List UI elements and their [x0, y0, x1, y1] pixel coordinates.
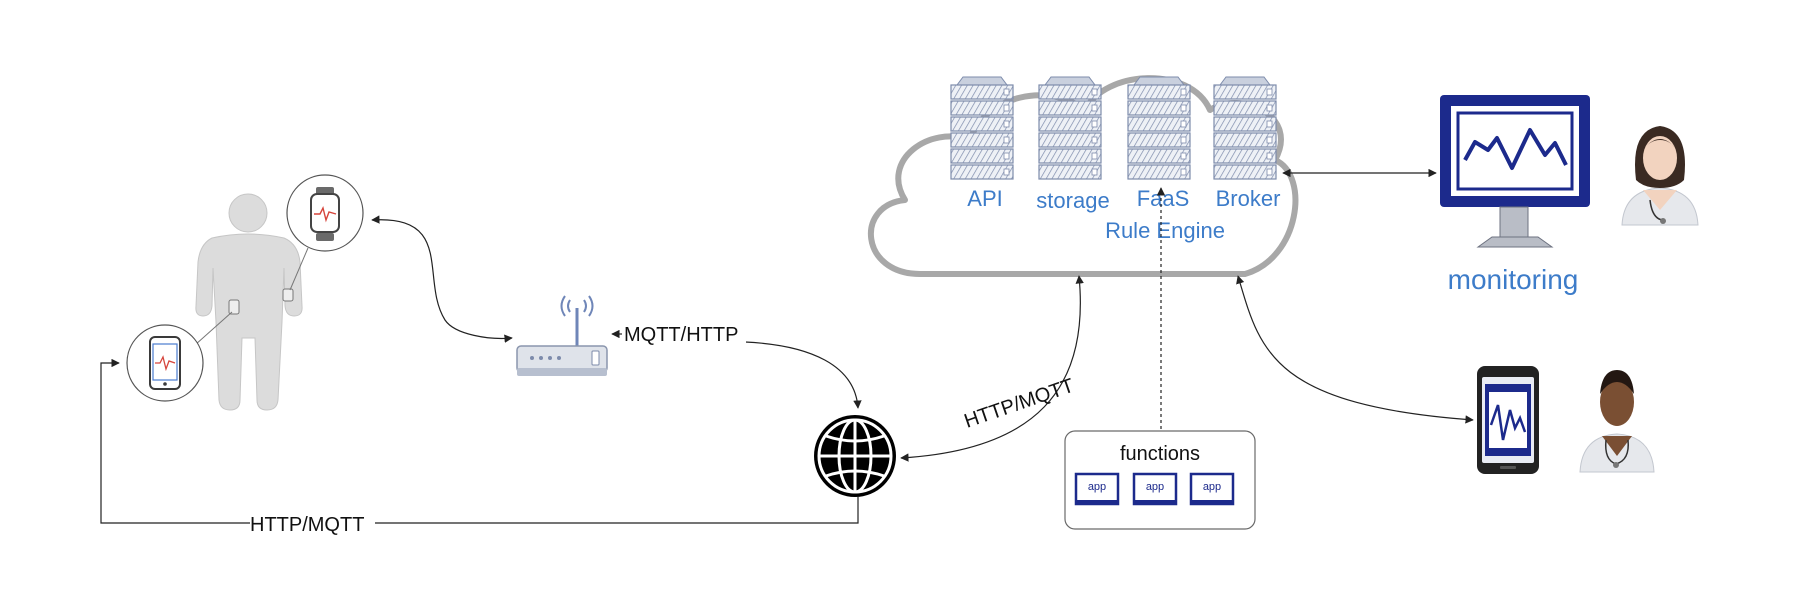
patient-figure — [195, 193, 303, 411]
rule-engine-label: Rule Engine — [1105, 218, 1225, 243]
app-tile-2: app — [1132, 472, 1178, 506]
server-label-faas: FaaS — [1137, 186, 1190, 211]
doctor-male-icon — [1579, 370, 1655, 473]
functions-box: functions app app app — [1064, 430, 1256, 530]
app-tile-3-label: app — [1203, 481, 1221, 493]
server-label-storage: storage — [1036, 188, 1109, 213]
smartwatch-icon — [310, 187, 340, 241]
label-router-internet: MQTT/HTTP — [624, 324, 738, 346]
server-rack-icon — [1213, 76, 1277, 180]
label-internet-phone: HTTP/MQTT — [250, 514, 364, 536]
server-label-api: API — [967, 186, 1002, 211]
app-tile-1: app — [1074, 472, 1120, 506]
doctor-female-icon — [1621, 126, 1699, 226]
server-rack-icon — [950, 76, 1014, 180]
connector-cloud-tablet — [1236, 275, 1474, 424]
smartwatch-bubble — [286, 174, 364, 252]
connector-internet-phone — [100, 358, 859, 524]
connector-watch-router — [371, 215, 513, 343]
wearable-links — [194, 247, 309, 346]
server-rack-icon — [1038, 76, 1102, 180]
connectors — [100, 168, 1474, 524]
functions-title: functions — [1120, 443, 1200, 465]
internet-globe-icon — [814, 415, 896, 497]
app-tile-2-label: app — [1146, 481, 1164, 493]
app-tile-3: app — [1189, 472, 1235, 506]
app-tile-1-label: app — [1088, 481, 1106, 493]
wifi-router-icon — [516, 295, 608, 376]
smartphone-icon — [149, 336, 181, 390]
label-internet-cloud: HTTP/MQTT — [961, 375, 1076, 433]
server-label-broker: Broker — [1216, 186, 1281, 211]
connector-router-internet — [744, 341, 862, 409]
monitoring-label: monitoring — [1448, 264, 1579, 295]
monitoring-screen-icon — [1440, 95, 1590, 248]
server-rack-icon — [1127, 76, 1191, 180]
phone-bubble — [126, 324, 204, 402]
connector-internet-cloud — [900, 275, 1084, 462]
server-racks — [950, 76, 1277, 180]
connection-labels: MQTT/HTTP HTTP/MQTT HTTP/MQTT — [250, 322, 1077, 536]
tablet-monitor-icon — [1477, 366, 1539, 474]
